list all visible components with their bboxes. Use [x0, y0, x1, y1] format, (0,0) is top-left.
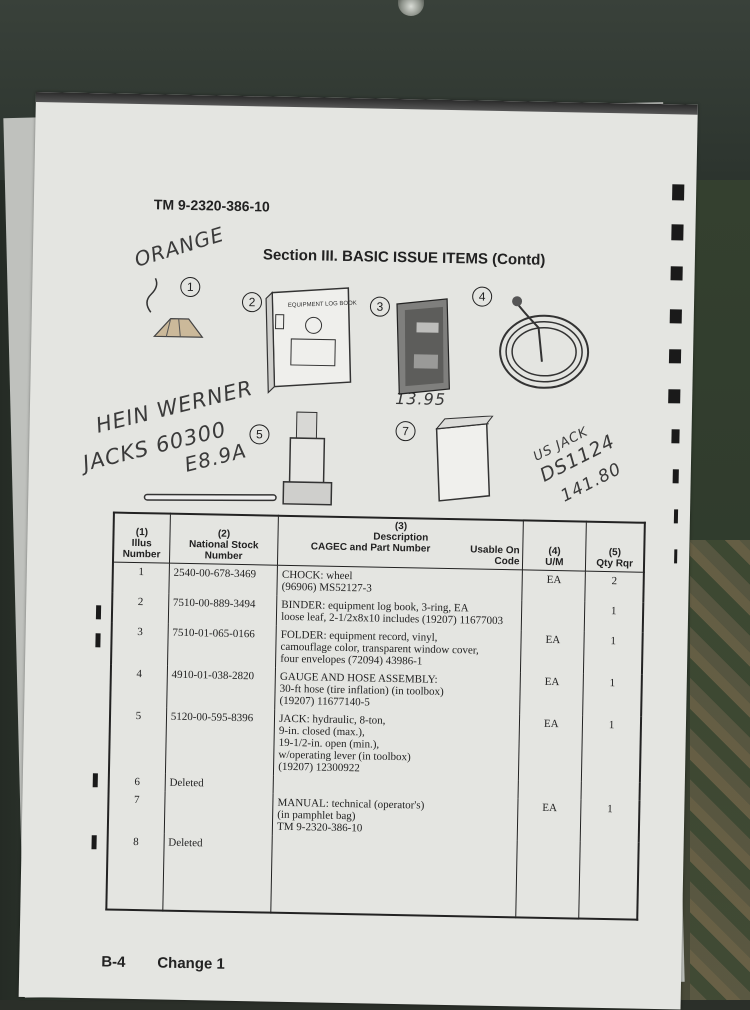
unit-measure-cell	[521, 600, 586, 632]
binding-mark	[672, 184, 685, 201]
binding-mark	[673, 509, 679, 524]
callout-7: 7	[395, 420, 416, 442]
unit-measure-cell: EA	[517, 798, 582, 842]
binding-mark	[670, 266, 683, 281]
header-usable-on-code: Usable On Code	[470, 544, 520, 568]
binding-mark	[672, 469, 679, 484]
header-illus-number: (1) Illus Number	[112, 512, 171, 564]
description-cell: FOLDER: equipment record, vinyl,camoufla…	[275, 625, 522, 673]
header-stock-number: (2) National Stock Number	[169, 513, 279, 566]
log-book-binder-illustration: EQUIPMENT LOG BOOK	[265, 287, 357, 394]
description-cell: MANUAL: technical (operator's)(in pamphl…	[272, 793, 519, 841]
document-page: TM 9-2320-386-10 Section III. BASIC ISSU…	[18, 92, 698, 1010]
quantity-cell: 1	[581, 715, 642, 783]
change-bar	[92, 773, 98, 788]
illus-number-cell: 2	[111, 592, 169, 624]
unit-measure-cell	[518, 780, 582, 800]
unit-measure-cell	[516, 840, 581, 919]
svg-text:EQUIPMENT LOG BOOK: EQUIPMENT LOG BOOK	[288, 301, 357, 309]
bolt	[398, 0, 424, 16]
stock-number-cell: 5120-00-595-8396	[165, 707, 275, 776]
stock-number-cell: Deleted	[164, 773, 274, 794]
quantity-cell: 1	[583, 631, 643, 675]
header-col1-label: Illus Number	[122, 537, 161, 561]
change-bar	[95, 633, 101, 648]
basic-issue-items-table: (1) Illus Number (2) National Stock Numb…	[105, 511, 646, 921]
unit-measure-cell: EA	[520, 672, 584, 716]
header-col5-num: (5)	[608, 547, 622, 559]
header-col4-label: U/M	[545, 556, 564, 569]
change-number: Change 1	[157, 954, 225, 973]
change-bar	[91, 835, 97, 850]
stock-number-cell	[164, 791, 274, 836]
unit-measure-cell: EA	[518, 714, 583, 782]
gauge-hose-illustration	[499, 296, 590, 389]
hydraulic-jack-illustration	[143, 411, 333, 506]
header-cagec-part: CAGEC and Part Number	[310, 541, 431, 555]
quantity-cell: 1	[580, 799, 640, 843]
stock-number-cell: 7510-01-065-0166	[167, 623, 277, 668]
binding-mark	[668, 349, 682, 364]
stock-number-cell: 4910-01-038-2820	[166, 665, 276, 710]
description-cell: GAUGE AND HOSE ASSEMBLY:30-ft hose (tire…	[274, 667, 521, 715]
quantity-cell: 1	[582, 673, 642, 717]
unit-measure-cell: EA	[522, 569, 586, 602]
header-col2-num: (2)	[217, 528, 231, 540]
stock-number-cell: 7510-00-889-3494	[168, 593, 278, 626]
section-title: Section III. BASIC ISSUE ITEMS (Contd)	[262, 246, 546, 269]
illus-number-cell: 7	[107, 790, 165, 834]
quantity-cell: 1	[584, 601, 644, 633]
stock-number-cell: 2540-00-678-3469	[168, 563, 278, 596]
illus-number-cell: 1	[112, 562, 170, 594]
wheel-chock-illustration	[146, 278, 204, 338]
callout-2: 2	[241, 291, 263, 313]
header-um: (4) U/M	[522, 520, 587, 572]
binding-mark	[674, 549, 678, 564]
description-cell: CHOCK: wheel(96906) MS52127-3	[277, 565, 523, 601]
illus-number-cell: 6	[108, 772, 166, 792]
handwritten-color-note: ORANGE	[131, 221, 227, 272]
change-bar	[95, 605, 102, 620]
binding-mark	[668, 389, 681, 404]
header-qty: (5) Qty Rqr	[585, 521, 645, 573]
illus-number-cell: 4	[110, 664, 168, 708]
equipment-folder-illustration	[396, 298, 450, 395]
illus-number-cell: 5	[108, 706, 167, 774]
header-col5-label: Qty Rqr	[596, 557, 634, 570]
header-col4-num: (4)	[548, 545, 561, 558]
stock-number-cell: Deleted	[162, 833, 273, 913]
header-description: (3) Description Usable On Code CAGEC and…	[277, 515, 524, 570]
description-cell	[270, 835, 518, 918]
camo-fabric	[690, 540, 750, 1000]
illus-number-cell: 3	[111, 622, 169, 666]
binding-mark	[671, 224, 684, 241]
quantity-cell	[578, 841, 639, 920]
quantity-cell: 2	[585, 571, 644, 603]
quantity-cell	[581, 781, 640, 801]
header-col2-label: National Stock Number	[188, 539, 259, 563]
unit-measure-cell: EA	[520, 630, 585, 674]
binding-mark	[669, 309, 682, 324]
technical-manual-illustration	[435, 415, 494, 502]
header-col1-num: (1)	[135, 526, 149, 539]
description-cell: JACK: hydraulic, 8-ton,9-in. closed (max…	[273, 709, 521, 781]
illus-number-cell: 8	[106, 832, 165, 911]
binding-mark	[671, 429, 680, 444]
page-number: B-4	[101, 953, 126, 971]
document-number: TM 9-2320-386-10	[153, 196, 270, 215]
